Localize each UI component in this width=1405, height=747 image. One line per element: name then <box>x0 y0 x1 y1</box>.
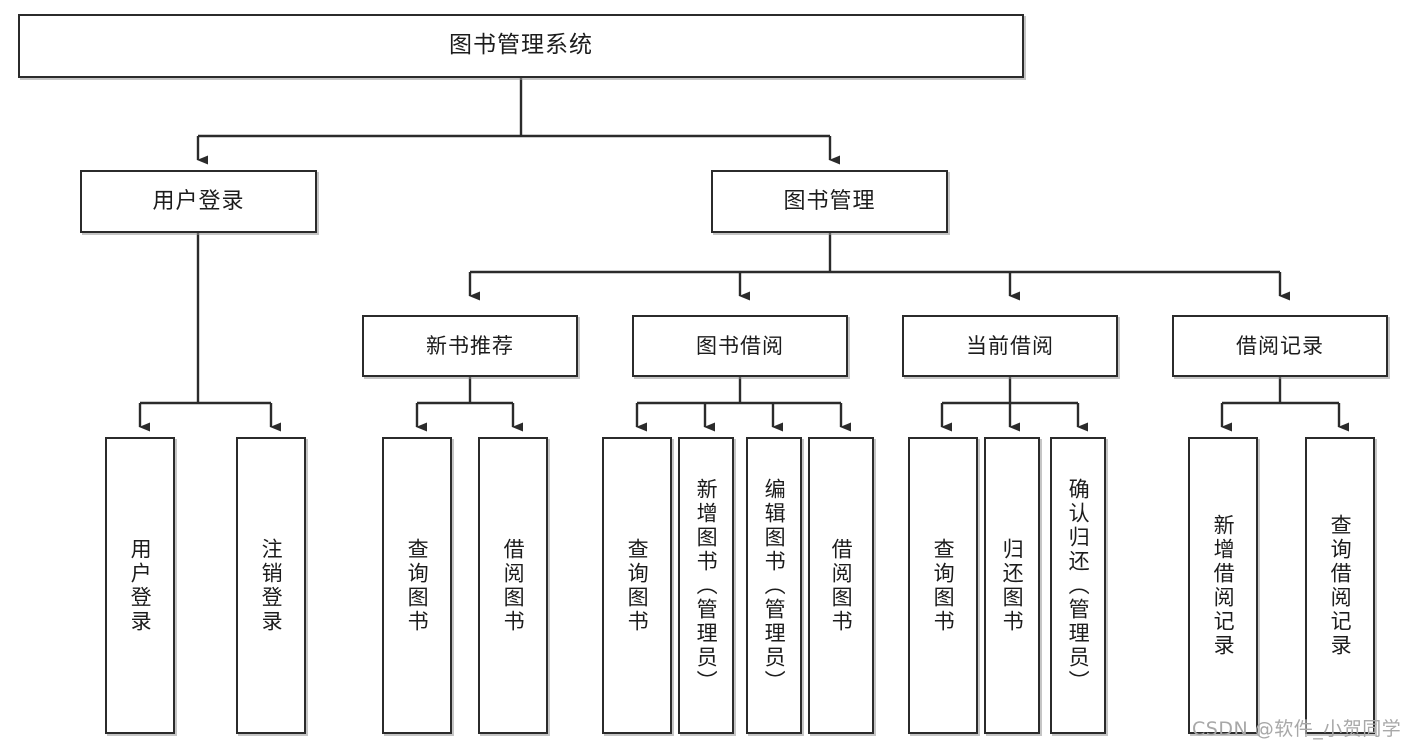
leaf-add-book-admin[interactable]: 新增图书（管理员） <box>678 437 734 734</box>
node-book-management[interactable]: 图书管理 <box>711 170 948 233</box>
node-label: 查询借阅记录 <box>1328 513 1353 658</box>
node-label: 图书借阅 <box>696 333 784 358</box>
leaf-query-borrow-record[interactable]: 查询借阅记录 <box>1305 437 1375 734</box>
node-borrow-record[interactable]: 借阅记录 <box>1172 315 1388 377</box>
leaf-user-login[interactable]: 用户登录 <box>105 437 175 734</box>
csdn-watermark: CSDN @软件_小贺同学 <box>1192 718 1402 740</box>
node-label: 查询图书 <box>405 537 430 634</box>
leaf-add-borrow-record[interactable]: 新增借阅记录 <box>1188 437 1258 734</box>
node-label: 查询图书 <box>625 537 650 634</box>
node-label: 归还图书 <box>1000 537 1025 634</box>
node-label: 新增图书（管理员） <box>694 477 719 694</box>
node-label: 编辑图书（管理员） <box>762 477 787 694</box>
node-label: 用户登录 <box>128 537 153 634</box>
node-label: 当前借阅 <box>966 333 1054 358</box>
leaf-query-book-recommend[interactable]: 查询图书 <box>382 437 452 734</box>
leaf-edit-book-admin[interactable]: 编辑图书（管理员） <box>746 437 802 734</box>
leaf-query-book-current[interactable]: 查询图书 <box>908 437 978 734</box>
node-user-login[interactable]: 用户登录 <box>80 170 317 233</box>
node-label: 借阅图书 <box>829 537 854 634</box>
node-current-borrow[interactable]: 当前借阅 <box>902 315 1118 377</box>
node-new-book-recommend[interactable]: 新书推荐 <box>362 315 578 377</box>
leaf-query-book-borrow[interactable]: 查询图书 <box>602 437 672 734</box>
node-label: 图书管理 <box>783 188 876 214</box>
leaf-logout[interactable]: 注销登录 <box>236 437 306 734</box>
node-book-borrow[interactable]: 图书借阅 <box>632 315 848 377</box>
node-label: 借阅记录 <box>1236 333 1324 358</box>
node-label: 借阅图书 <box>501 537 526 634</box>
node-label: 新增借阅记录 <box>1211 513 1236 658</box>
node-label: 确认归还（管理员） <box>1066 477 1091 694</box>
node-book-management-system[interactable]: 图书管理系统 <box>18 14 1024 78</box>
leaf-confirm-return-admin[interactable]: 确认归还（管理员） <box>1050 437 1106 734</box>
leaf-return-book[interactable]: 归还图书 <box>984 437 1040 734</box>
node-label: 注销登录 <box>259 537 284 634</box>
node-label: 查询图书 <box>931 537 956 634</box>
leaf-borrow-book[interactable]: 借阅图书 <box>808 437 874 734</box>
leaf-borrow-book-recommend[interactable]: 借阅图书 <box>478 437 548 734</box>
node-label: 用户登录 <box>152 188 245 214</box>
node-label: 图书管理系统 <box>449 32 593 59</box>
node-label: 新书推荐 <box>426 333 514 358</box>
